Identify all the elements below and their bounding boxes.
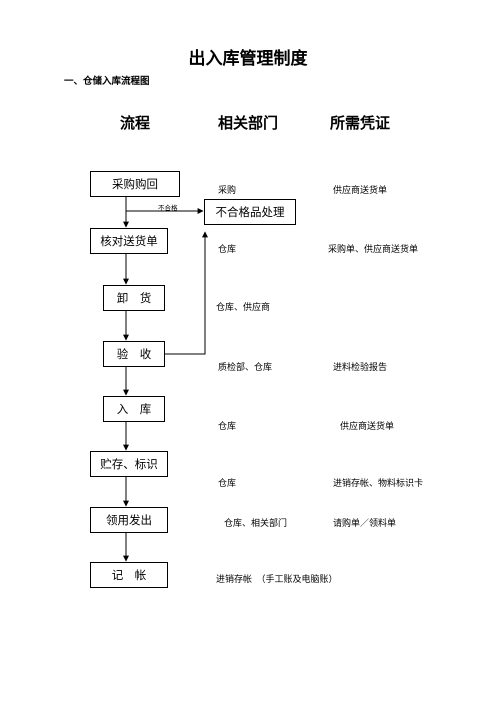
inspection-reject-line [164,231,208,355]
dept-4: 质检部、仓库 [218,363,273,373]
step-check-delivery-note: 核对送货单 [90,228,168,254]
section-heading: 一、仓储入库流程图 [64,76,150,87]
docs-2: 采购单、供应商送货单 [328,245,419,255]
docs-7: 请购单／领料单 [333,519,397,529]
page-title: 出入库管理制度 [188,49,308,69]
column-header-dept: 相关部门 [218,114,279,132]
step-storage-label: 贮存、标识 [90,451,168,477]
step-unload: 卸 货 [103,285,165,311]
step-purchase: 采购购回 [90,171,180,197]
step-issue: 领用发出 [90,507,168,533]
docs-6: 进销存帐、物料标识卡 [333,479,424,489]
reject-label: 不合格 [158,204,178,212]
dept-6: 仓库 [218,479,237,489]
docs-4: 进料检验报告 [333,363,388,373]
reject-handling-box: 不合格品处理 [204,199,296,225]
dept-3: 仓库、供应商 [216,303,271,313]
step-bookkeeping: 记 帐 [90,562,168,588]
column-header-docs: 所需凭证 [330,114,391,132]
dept-8: 进销存帐 （手工账及电脑账） [216,575,338,585]
docs-5: 供应商送货单 [340,422,395,432]
dept-5: 仓库 [218,422,237,432]
step-inspection: 验 收 [103,341,165,367]
docs-1: 供应商送货单 [333,186,388,196]
dept-7: 仓库、相关部门 [224,519,288,529]
step-warehousing: 入 库 [103,396,165,422]
column-header-process: 流程 [120,114,151,132]
dept-2: 仓库 [218,245,237,255]
dept-1: 采购 [218,186,237,196]
